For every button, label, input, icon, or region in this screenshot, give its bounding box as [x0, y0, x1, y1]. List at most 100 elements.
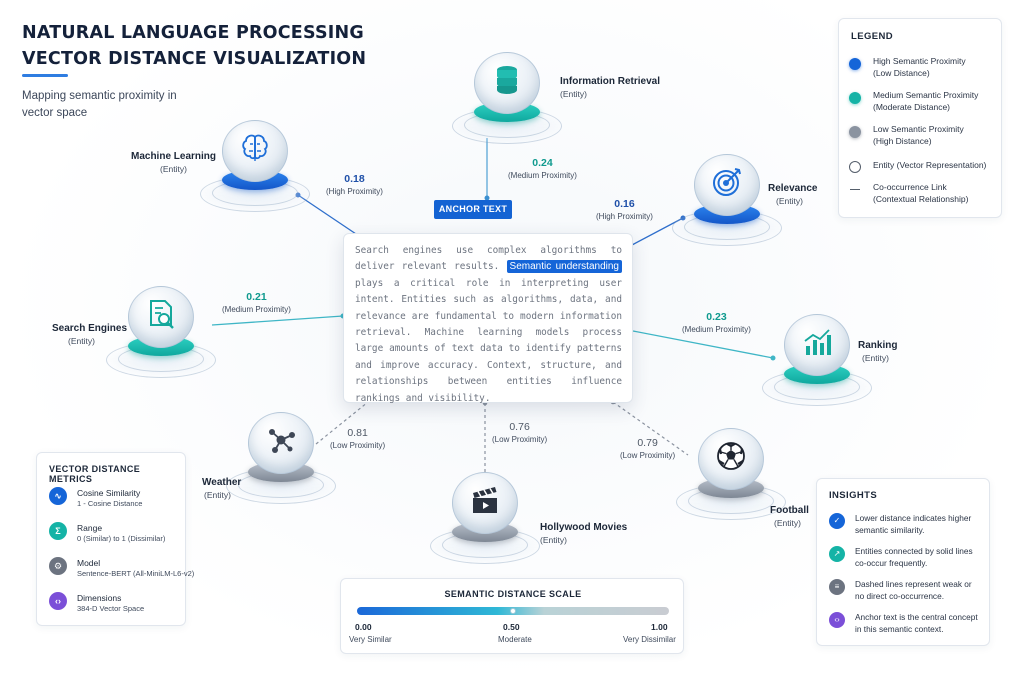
- database-icon: [497, 66, 517, 94]
- entity-label: Football: [770, 505, 809, 516]
- bar-chart-icon: [804, 329, 831, 355]
- insight-text: Dashed lines represent weak or no direct…: [855, 579, 972, 601]
- metric-name: Cosine Similarity: [77, 488, 141, 498]
- entity-label: Weather: [202, 477, 242, 488]
- legend-item-text: High Semantic Proximity(Low Distance): [873, 56, 966, 79]
- sigma-icon: Σ: [49, 522, 67, 540]
- insights-card: INSIGHTS ✓ Lower distance indicates high…: [816, 478, 990, 646]
- entity-ranking[interactable]: [762, 312, 872, 408]
- entity-football[interactable]: [676, 426, 786, 522]
- molecule-icon: [269, 429, 295, 453]
- entity-weather[interactable]: [226, 410, 336, 506]
- legend-item-text: Low Semantic Proximity(High Distance): [873, 124, 964, 147]
- code-icon: ‹›: [829, 612, 845, 628]
- legend-item-label: Co-occurrence Link: [873, 182, 947, 192]
- entity-type: (Entity): [560, 89, 587, 99]
- scale-title: SEMANTIC DISTANCE SCALE: [444, 589, 582, 599]
- proximity-label: (Low Proximity): [492, 435, 548, 444]
- link-end-information-retrieval: [484, 195, 490, 201]
- code-icon: ‹›: [49, 592, 67, 610]
- legend-card: LEGEND High Semantic Proximity(Low Dista…: [838, 18, 1002, 218]
- clapperboard-icon: [473, 487, 497, 513]
- distance-label: 0.23 (Medium Proximity): [682, 310, 751, 335]
- distance-label: 0.21 (Medium Proximity): [222, 290, 291, 315]
- page-subtitle: Mapping semantic proximity in vector spa…: [22, 90, 177, 119]
- proximity-label: (Low Proximity): [330, 441, 386, 450]
- link-line-icon: [850, 189, 860, 191]
- entity-type: (Entity): [774, 518, 801, 528]
- entity-type: (Entity): [160, 164, 187, 174]
- legend-item-text: Co-occurrence Link(Contextual Relationsh…: [873, 182, 968, 205]
- entity-label: Search Engines: [52, 323, 128, 334]
- legend-item-sub: (Contextual Relationship): [873, 193, 969, 204]
- scale-tick-value: 1.00: [651, 622, 668, 632]
- list-icon: ≡: [829, 579, 845, 595]
- entity-information-retrieval[interactable]: [452, 50, 562, 146]
- legend-item-sub: (High Distance): [873, 135, 932, 146]
- link-search-engines: [211, 315, 344, 326]
- proximity-label: (Medium Proximity): [682, 325, 751, 334]
- metric-name: Dimensions: [77, 593, 122, 603]
- link-weather: [315, 397, 374, 445]
- entity-label: Hollywood Movies: [540, 522, 628, 533]
- metric-name: Model: [77, 558, 101, 568]
- distance-label: 0.24 (Medium Proximity): [508, 156, 577, 181]
- soccer-ball-icon: [717, 442, 745, 470]
- document-search-icon: [150, 300, 174, 329]
- entity-label: Information Retrieval: [560, 76, 661, 87]
- distance-value: 0.16: [614, 198, 635, 210]
- blue-dot-icon: [849, 58, 861, 70]
- entity-type: (Entity): [776, 196, 803, 206]
- distance-value: 0.81: [347, 427, 368, 439]
- metric-desc: 1 - Cosine Distance: [77, 499, 143, 508]
- entity-relevance[interactable]: [672, 152, 782, 248]
- anchor-highlight[interactable]: Semantic understanding: [506, 260, 622, 274]
- scale-tick-value: 0.00: [355, 622, 372, 632]
- circle-outline-icon: [849, 161, 861, 173]
- scale-tick-label: Very Dissimilar: [623, 635, 676, 644]
- gear-icon: ⚙: [49, 557, 67, 575]
- entity-label: Ranking: [858, 340, 898, 351]
- legend-item-text: Medium Semantic Proximity(Moderate Dista…: [873, 90, 978, 113]
- entity-type: (Entity): [204, 490, 231, 500]
- distance-value: 0.79: [637, 437, 658, 449]
- entity-type: (Entity): [540, 535, 567, 545]
- metric-name: Range: [77, 523, 103, 533]
- distance-value: 0.23: [706, 311, 727, 323]
- scale-midpoint-marker: [510, 608, 516, 614]
- cosine-icon: ∿: [49, 487, 67, 505]
- proximity-label: (Low Proximity): [620, 451, 676, 460]
- metric-desc: 0 (Similar) to 1 (Dissimilar): [77, 534, 166, 543]
- insight-text: Anchor text is the central concept in th…: [855, 612, 978, 634]
- metric-desc: 384-D Vector Space: [77, 604, 145, 613]
- distance-value: 0.21: [246, 291, 267, 303]
- entity-search-engines[interactable]: [106, 284, 216, 380]
- metrics-card: VECTOR DISTANCE METRICS ∿ Cosine Similar…: [36, 452, 194, 626]
- proximity-label: (High Proximity): [326, 187, 383, 196]
- legend-item-label: Medium Semantic Proximity: [873, 90, 979, 100]
- link-ranking: [632, 330, 774, 359]
- distance-value: 0.76: [509, 421, 530, 433]
- entity-machine-learning[interactable]: [200, 118, 310, 214]
- distance-value: 0.18: [344, 173, 365, 185]
- insights-title: INSIGHTS: [829, 490, 878, 501]
- brain-icon: [242, 134, 268, 161]
- legend-item-label: Entity (Vector Representation): [873, 160, 987, 170]
- entity-hollywood-movies[interactable]: [430, 470, 540, 566]
- distance-scale-card: SEMANTIC DISTANCE SCALE 0.00 Very Simila…: [340, 578, 684, 654]
- distance-label: 0.81 (Low Proximity): [330, 426, 385, 451]
- legend-item-sub: (Moderate Distance): [873, 101, 951, 112]
- anchor-text-after: plays a critical role in interpreting us…: [355, 277, 622, 404]
- proximity-label: (Medium Proximity): [508, 171, 577, 180]
- page-title: NATURAL LANGUAGE PROCESSING VECTOR DISTA…: [22, 20, 366, 72]
- legend-item-sub: (Low Distance): [873, 67, 930, 78]
- distance-label: 0.16 (High Proximity): [596, 197, 653, 222]
- scale-tick-label: Moderate: [498, 635, 532, 644]
- distance-label: 0.76 (Low Proximity): [492, 420, 547, 445]
- distance-value: 0.24: [532, 157, 553, 169]
- insight-text: Entities connected by solid lines co-occ…: [855, 546, 973, 568]
- metric-desc: Sentence-BERT (All-MiniLM-L6-v2): [77, 569, 195, 578]
- entity-label: Machine Learning: [131, 151, 217, 162]
- insight-text: Lower distance indicates higher semantic…: [855, 513, 972, 535]
